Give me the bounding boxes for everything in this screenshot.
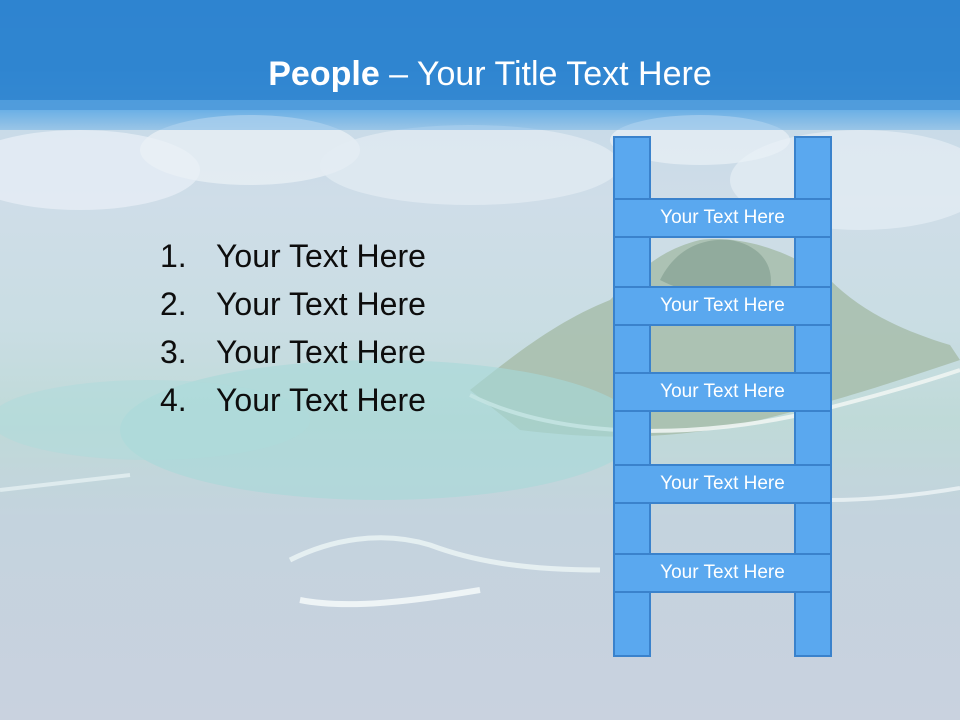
list-item-number: 1. — [160, 238, 187, 274]
list-item: 2. Your Text Here — [160, 282, 426, 330]
ladder-step: Your Text Here — [613, 553, 832, 593]
ladder-step: Your Text Here — [613, 198, 832, 238]
ladder-step: Your Text Here — [613, 464, 832, 504]
title-bold-word: People — [268, 55, 380, 93]
list-item-number: 2. — [160, 286, 187, 322]
list-item-text: Your Text Here — [216, 238, 426, 274]
list-item-text: Your Text Here — [216, 334, 426, 370]
ladder-step: Your Text Here — [613, 372, 832, 412]
list-item: 1. Your Text Here — [160, 234, 426, 282]
numbered-list: 1. Your Text Here 2. Your Text Here 3. Your… — [160, 234, 426, 426]
list-item-text: Your Text Here — [216, 382, 426, 418]
list-item: 4. Your Text Here — [160, 378, 426, 426]
slide-title: People – Your Title Text Here — [0, 52, 960, 96]
list-item-text: Your Text Here — [216, 286, 426, 322]
title-text: – Your Title Text Here — [379, 55, 712, 93]
list-item-number: 4. — [160, 382, 187, 418]
list-item: 3. Your Text Here — [160, 330, 426, 378]
list-item-number: 3. — [160, 334, 187, 370]
ladder-step: Your Text Here — [613, 286, 832, 326]
